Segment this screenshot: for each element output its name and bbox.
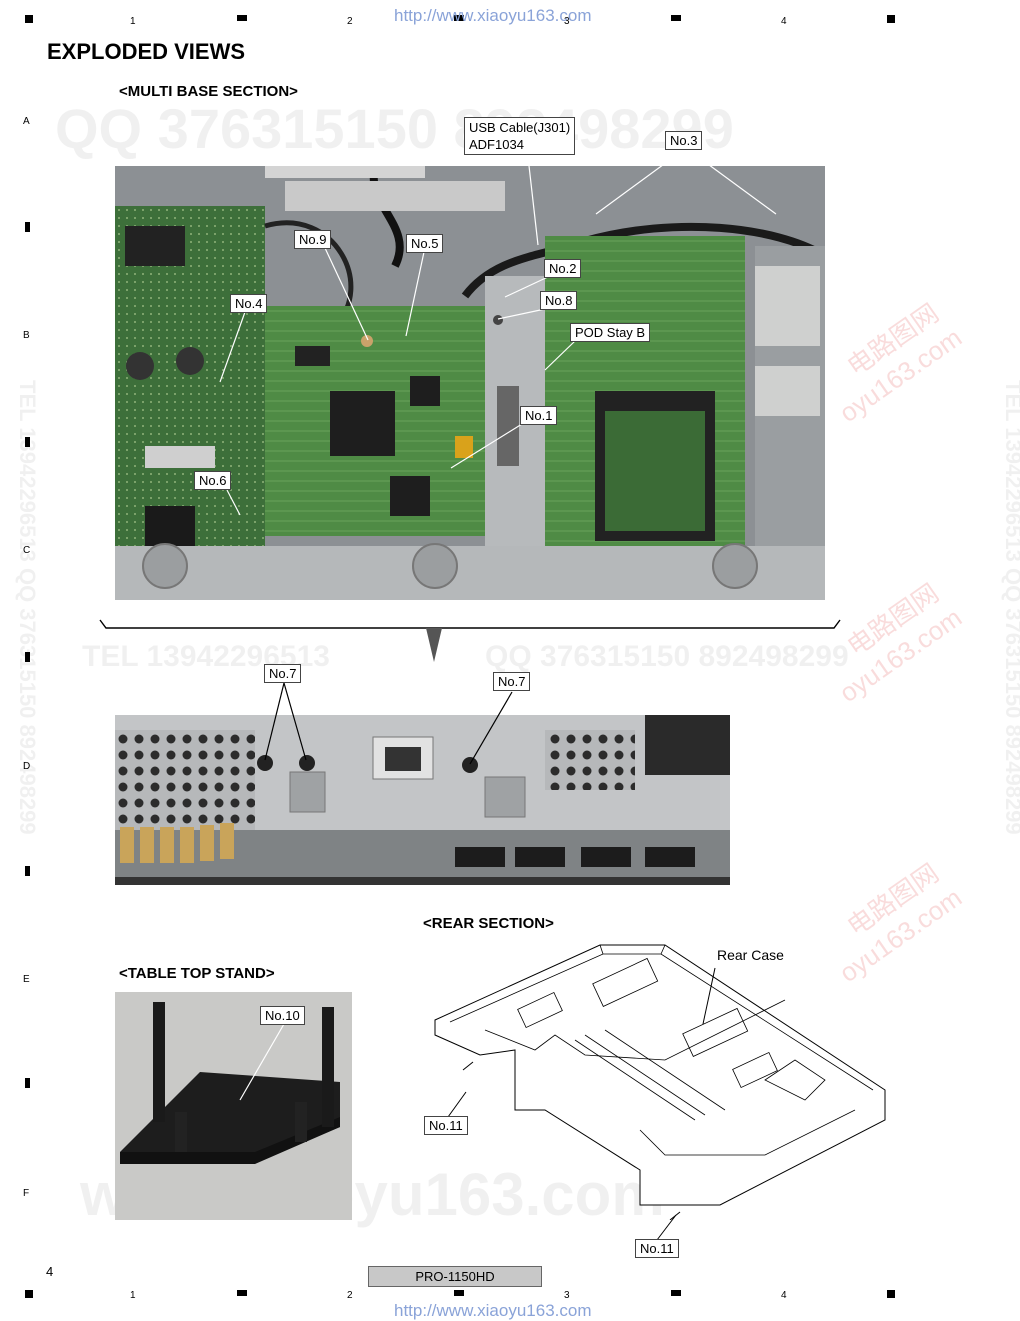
page-title: EXPLODED VIEWS: [47, 39, 246, 64]
row-mark: [25, 866, 30, 876]
usb-cable-label: USB Cable(J301) ADF1034: [464, 117, 576, 155]
row-letter-c: C: [23, 545, 31, 556]
rear-panel-leaders: [264, 682, 513, 765]
column-mark: [454, 15, 464, 21]
footer-column-4: 4: [781, 1290, 787, 1301]
callout-no5: No.5: [406, 234, 444, 253]
callout-no10: No.10: [260, 1006, 305, 1025]
usb-cable-label-line1: USB Cable(J301): [469, 120, 571, 135]
corner-mark: [25, 1290, 33, 1298]
callout-pod-stay-b: POD Stay B: [570, 323, 651, 342]
footer-column-1: 1: [130, 1290, 136, 1301]
footer-column-2: 2: [347, 1290, 353, 1301]
rear-panel-photo: [115, 715, 730, 885]
corner-mark: [887, 15, 895, 23]
table-top-stand-photo: [115, 992, 352, 1220]
multi-base-heading: <MULTI BASE SECTION>: [119, 83, 298, 100]
column-number-1: 1: [130, 16, 136, 27]
table-top-stand-heading: <TABLE TOP STAND>: [119, 965, 275, 982]
callout-no4: No.4: [230, 294, 268, 313]
row-mark: [25, 437, 30, 447]
column-mark: [237, 15, 247, 21]
column-number-4: 4: [781, 16, 787, 27]
row-mark: [25, 1078, 30, 1088]
callout-no11-right: No.11: [635, 1239, 679, 1258]
footer-url[interactable]: http://www.xiaoyu163.com: [394, 1301, 592, 1320]
callout-no8: No.8: [540, 291, 578, 310]
row-letter-d: D: [23, 761, 31, 772]
column-mark: [454, 1290, 464, 1296]
callout-no11-left: No.11: [424, 1116, 468, 1135]
callout-no1: No.1: [520, 406, 558, 425]
column-number-2: 2: [347, 16, 353, 27]
multi-base-leaders: [219, 247, 576, 516]
row-letter-e: E: [23, 974, 30, 985]
row-letter-f: F: [23, 1188, 30, 1199]
row-mark: [25, 222, 30, 232]
callout-no7-left: No.7: [264, 664, 302, 683]
callout-no9: No.9: [294, 230, 332, 249]
row-mark: [25, 652, 30, 662]
usb-cable-label-line2: ADF1034: [469, 137, 524, 152]
header-url[interactable]: http://www.xiaoyu163.com: [394, 6, 592, 25]
page-number: 4: [46, 1264, 54, 1279]
brace-arrow: [99, 619, 841, 662]
column-mark: [237, 1290, 247, 1296]
column-mark: [671, 1290, 681, 1296]
callout-no3: No.3: [665, 131, 703, 150]
corner-mark: [25, 15, 33, 23]
row-letter-a: A: [23, 116, 30, 127]
row-letter-b: B: [23, 330, 30, 341]
model-footer: PRO-1150HD: [368, 1266, 542, 1287]
multi-base-photo: [115, 166, 825, 600]
rear-section-heading: <REAR SECTION>: [423, 915, 554, 932]
callout-no2: No.2: [544, 259, 582, 278]
column-number-3: 3: [564, 16, 570, 27]
rear-case-label: Rear Case: [717, 947, 784, 963]
footer-column-3: 3: [564, 1290, 570, 1301]
corner-mark: [887, 1290, 895, 1298]
callout-no6: No.6: [194, 471, 232, 490]
column-mark: [671, 15, 681, 21]
callout-no7-right: No.7: [493, 672, 531, 691]
rear-case-drawing: [434, 944, 886, 1220]
